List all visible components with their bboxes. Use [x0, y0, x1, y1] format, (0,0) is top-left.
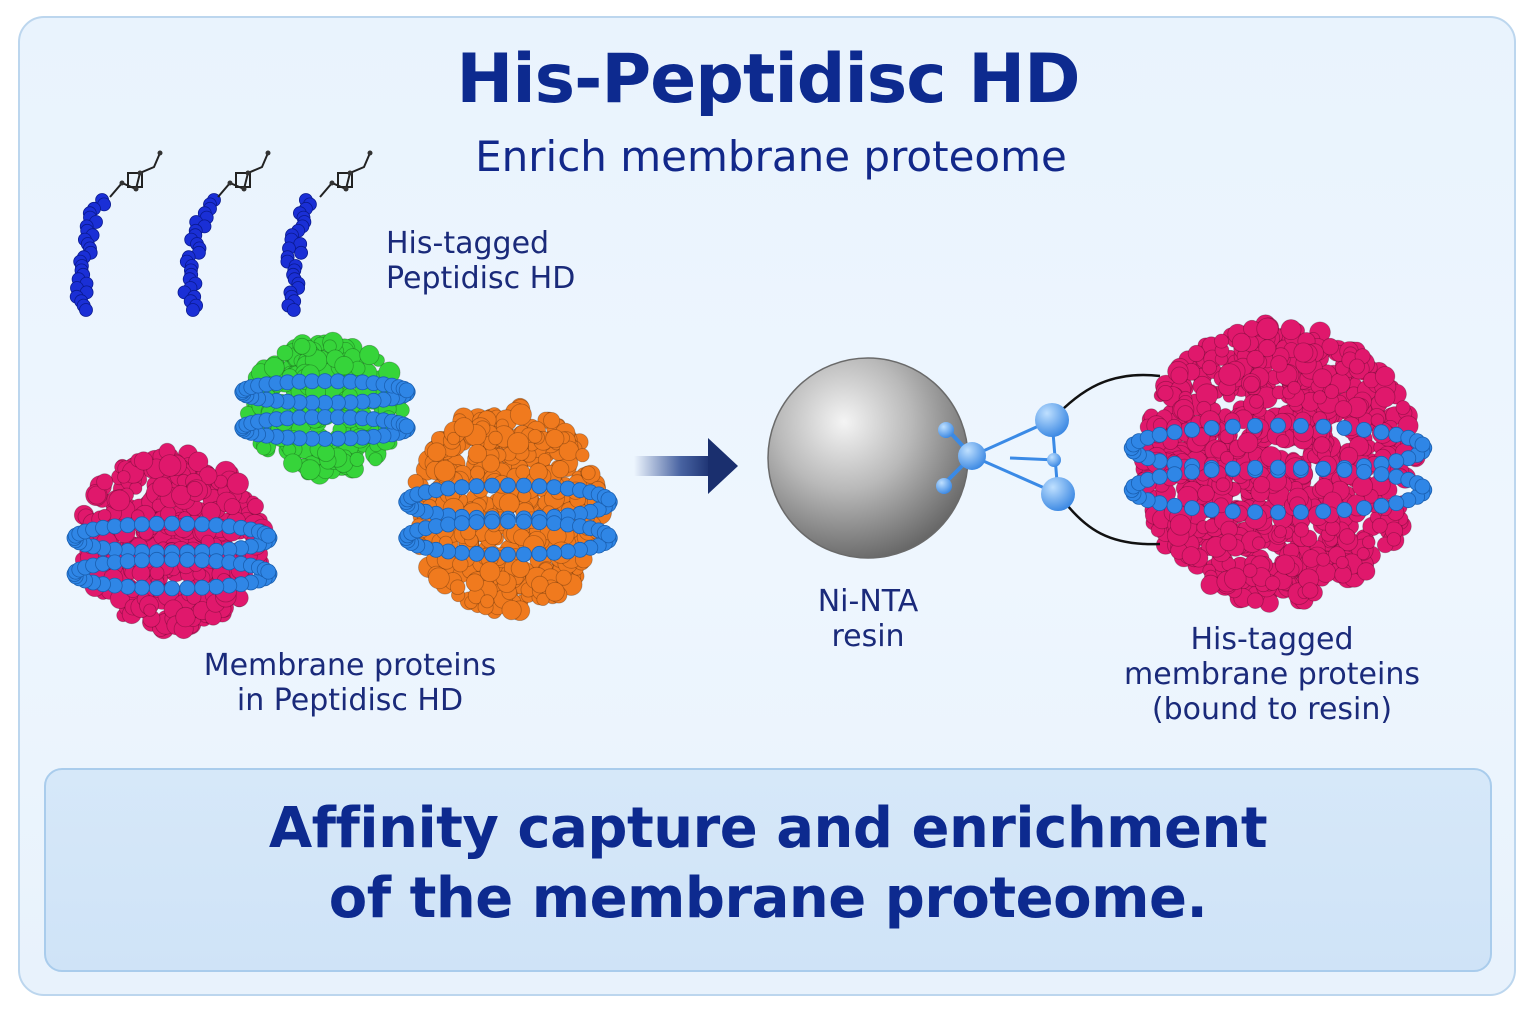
summary-text: Affinity capture and enrichment of the m…: [268, 796, 1268, 931]
membrane-proteins-label: Membrane proteins in Peptidisc HD: [203, 648, 497, 718]
protein-complex-icon: [66, 442, 278, 640]
nta-linker-icon: [936, 373, 1161, 546]
bound-proteins-label: His-tagged membrane proteins (bound to r…: [1124, 622, 1420, 727]
resin-label: Ni-NTA resin: [817, 584, 919, 654]
protein-complex-group: [66, 314, 1433, 640]
arrow-right-icon: [634, 438, 738, 494]
resin-bead-icon: [767, 357, 969, 559]
peptide-chain-icon: [177, 150, 271, 317]
peptide-label: His-tagged Peptidisc HD: [386, 226, 576, 296]
peptide-chain-icon: [280, 150, 373, 317]
protein-complex-icon: [1123, 314, 1433, 613]
peptide-chain-icon: [69, 150, 163, 317]
peptide-chain-group: [69, 150, 373, 317]
page-subtitle: Enrich membrane proteome: [475, 132, 1067, 181]
page-title: His-Peptidisc HD: [456, 40, 1080, 119]
protein-complex-icon: [398, 397, 618, 621]
summary-box: [44, 768, 1492, 972]
protein-complex-icon: [234, 331, 416, 485]
